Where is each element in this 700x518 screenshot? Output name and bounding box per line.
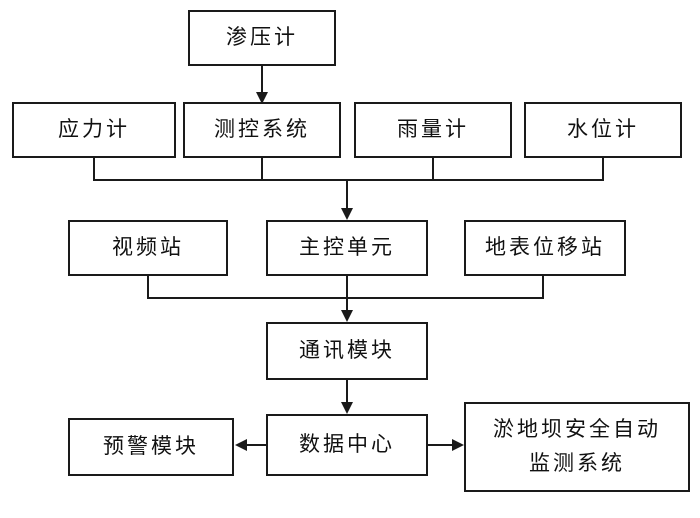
node-auto-monitoring-system: 淤地坝安全自动 监测系统 bbox=[464, 402, 690, 492]
node-warning-module: 预警模块 bbox=[68, 418, 234, 476]
node-data-center: 数据中心 bbox=[266, 414, 428, 476]
node-label: 主控单元 bbox=[299, 235, 395, 260]
node-video-station: 视频站 bbox=[68, 220, 228, 276]
node-label-line-1: 淤地坝安全自动 bbox=[493, 417, 661, 442]
node-label: 地表位移站 bbox=[485, 235, 605, 260]
node-rain-gauge: 雨量计 bbox=[354, 102, 512, 158]
node-label: 应力计 bbox=[58, 117, 130, 142]
node-label: 预警模块 bbox=[103, 434, 199, 459]
node-label: 测控系统 bbox=[214, 117, 310, 142]
node-label-line-2: 监测系统 bbox=[529, 451, 625, 475]
node-label: 视频站 bbox=[112, 235, 184, 260]
node-label: 通讯模块 bbox=[299, 338, 395, 363]
node-label: 渗压计 bbox=[226, 25, 298, 50]
node-main-control-unit: 主控单元 bbox=[266, 220, 428, 276]
arrowhead-bus-to-main bbox=[341, 208, 353, 220]
node-stress-meter: 应力计 bbox=[12, 102, 176, 158]
node-label: 雨量计 bbox=[397, 117, 469, 142]
node-label: 数据中心 bbox=[299, 432, 395, 457]
node-label: 水位计 bbox=[567, 117, 639, 142]
node-surface-displacement-station: 地表位移站 bbox=[464, 220, 626, 276]
arrowhead-datacenter-to-monitor bbox=[452, 439, 464, 451]
node-water-level-meter: 水位计 bbox=[524, 102, 682, 158]
arrowhead-comm-to-datacenter bbox=[341, 402, 353, 414]
node-measure-control-system: 测控系统 bbox=[183, 102, 341, 158]
node-seepage-meter: 渗压计 bbox=[188, 10, 336, 66]
arrowhead-seepage-to-control bbox=[256, 92, 268, 104]
node-communication-module: 通讯模块 bbox=[266, 322, 428, 380]
arrowhead-bus-to-comm bbox=[341, 310, 353, 322]
arrowhead-datacenter-to-warning bbox=[235, 439, 247, 451]
